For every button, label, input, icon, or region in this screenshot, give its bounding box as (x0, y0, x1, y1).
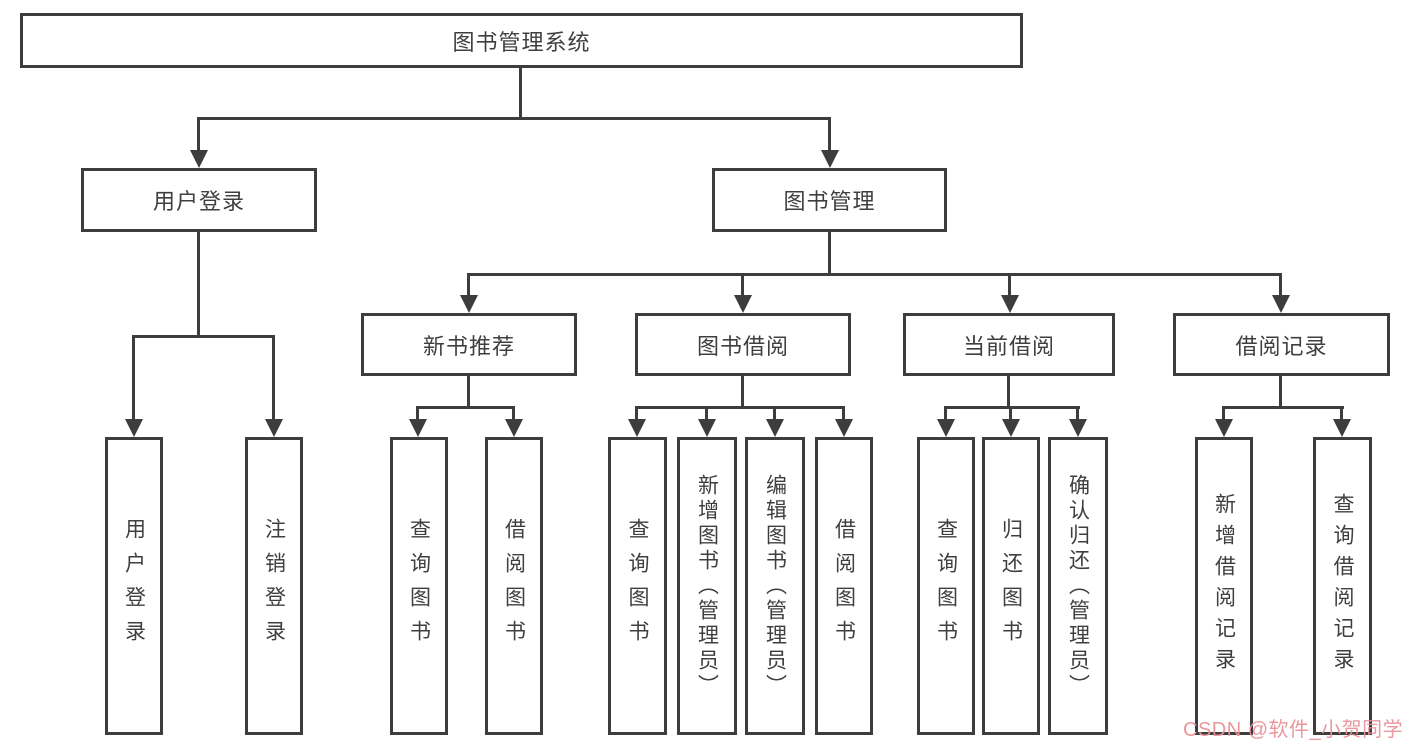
arrow-down-icon (409, 419, 427, 437)
node-book-management: 图书管理 (712, 168, 947, 232)
leaf-query-borrow-record: 查询借阅记录 (1313, 437, 1372, 735)
node-label: 新书推荐 (422, 333, 515, 359)
connector-vline (512, 406, 515, 419)
node-label: 借阅记录 (1235, 333, 1328, 359)
connector-vline (272, 335, 275, 419)
node-label: 借阅图书 (502, 518, 526, 654)
arrow-down-icon (1333, 419, 1351, 437)
arrow-down-icon (1069, 419, 1087, 437)
connector-vline (1009, 406, 1012, 419)
node-label: 查询图书 (626, 518, 649, 654)
connector-vline (944, 406, 947, 419)
connector-vline (519, 68, 522, 118)
connector-hline (416, 406, 515, 409)
connector-hline (197, 117, 831, 120)
leaf-return-book: 归还图书 (982, 437, 1040, 735)
node-label: 图书借阅 (696, 333, 789, 359)
arrow-down-icon (1002, 419, 1020, 437)
arrow-down-icon (265, 419, 283, 437)
node-label: 查询借阅记录 (1331, 493, 1354, 679)
node-label: 查询图书 (934, 518, 958, 654)
leaf-borrow-books-borrowing: 借阅图书 (815, 437, 873, 735)
arrow-down-icon (505, 419, 523, 437)
connector-vline (132, 335, 135, 419)
connector-vline (741, 273, 744, 295)
leaf-add-book-admin: 新增图书（管理员） (677, 437, 737, 735)
leaf-query-books-current: 查询图书 (917, 437, 975, 735)
node-label: 注销登录 (262, 518, 286, 654)
leaf-add-borrow-record: 新增借阅记录 (1195, 437, 1253, 735)
csdn-watermark: CSDN @软件_小贺同学 (1183, 719, 1404, 741)
node-label: 用户登录 (152, 189, 245, 214)
arrow-down-icon (1001, 295, 1019, 313)
arrow-down-icon (190, 150, 208, 168)
node-label: 确认归还（管理员） (1066, 473, 1090, 699)
connector-vline (635, 406, 638, 419)
node-label: 查询图书 (407, 518, 431, 654)
connector-vline (1340, 406, 1343, 419)
node-user-login: 用户登录 (81, 168, 317, 232)
connector-vline (705, 406, 708, 419)
node-label: 图书管理 (783, 189, 876, 214)
connector-hline (467, 273, 1282, 276)
node-book-borrowing: 图书借阅 (635, 313, 851, 376)
connector-vline (828, 232, 831, 273)
connector-vline (1008, 273, 1011, 295)
arrow-down-icon (460, 295, 478, 313)
arrow-down-icon (628, 419, 646, 437)
node-label: 归还图书 (999, 518, 1023, 654)
leaf-query-books-recommend: 查询图书 (390, 437, 448, 735)
arrow-down-icon (766, 419, 784, 437)
connector-vline (1076, 406, 1079, 419)
connector-hline (635, 406, 845, 409)
connector-vline (828, 117, 831, 150)
connector-hline (944, 406, 1080, 409)
connector-vline (741, 376, 744, 407)
connector-hline (1222, 406, 1344, 409)
leaf-confirm-return-admin: 确认归还（管理员） (1048, 437, 1108, 735)
connector-vline (197, 232, 200, 335)
connector-vline (197, 117, 200, 150)
connector-vline (467, 273, 470, 295)
node-label: 图书管理系统 (452, 29, 591, 55)
connector-vline (773, 406, 776, 419)
connector-vline (842, 406, 845, 419)
connector-vline (1007, 376, 1010, 407)
leaf-user-login: 用户登录 (105, 437, 163, 735)
node-borrowing-records: 借阅记录 (1173, 313, 1390, 376)
arrow-down-icon (698, 419, 716, 437)
leaf-query-books-borrowing: 查询图书 (608, 437, 667, 735)
connector-vline (1279, 273, 1282, 295)
arrow-down-icon (1215, 419, 1233, 437)
connector-vline (1279, 376, 1282, 407)
node-current-borrowing: 当前借阅 (903, 313, 1115, 376)
node-label: 新增图书（管理员） (695, 473, 719, 699)
arrow-down-icon (125, 419, 143, 437)
leaf-edit-book-admin: 编辑图书（管理员） (745, 437, 805, 735)
arrow-down-icon (821, 150, 839, 168)
connector-vline (467, 376, 470, 407)
node-label: 新增借阅记录 (1212, 493, 1236, 679)
leaf-logout: 注销登录 (245, 437, 303, 735)
connector-vline (1222, 406, 1225, 419)
arrow-down-icon (937, 419, 955, 437)
leaf-borrow-books-recommend: 借阅图书 (485, 437, 543, 735)
node-new-book-recommend: 新书推荐 (361, 313, 577, 376)
node-label: 借阅图书 (832, 518, 856, 654)
arrow-down-icon (1272, 295, 1290, 313)
node-root: 图书管理系统 (20, 13, 1023, 68)
node-label: 用户登录 (122, 518, 146, 654)
node-label: 编辑图书（管理员） (763, 473, 787, 699)
node-label: 当前借阅 (962, 333, 1055, 359)
connector-hline (132, 335, 275, 338)
arrow-down-icon (734, 295, 752, 313)
arrow-down-icon (835, 419, 853, 437)
connector-vline (416, 406, 419, 419)
